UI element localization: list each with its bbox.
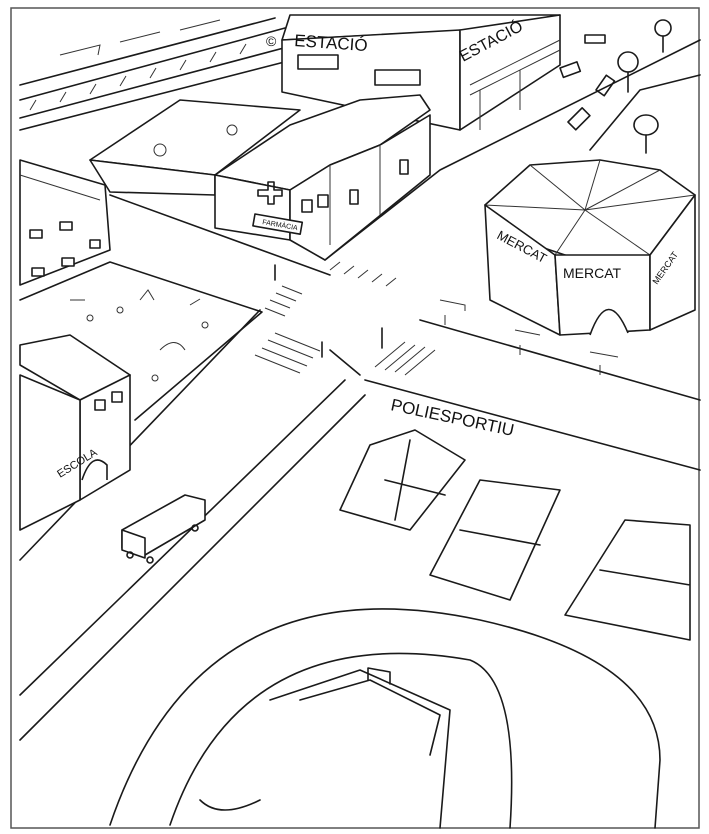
station-logo-mark: ©: [266, 33, 277, 49]
playground: [19, 261, 263, 421]
market-label-center: MERCAT: [563, 265, 622, 281]
market-building: MERCAT MERCAT MERCAT: [439, 159, 696, 375]
left-building: [19, 159, 111, 286]
court-1: [339, 429, 466, 531]
truck: [121, 494, 206, 564]
roads: [19, 39, 701, 741]
crosswalk-south: [254, 332, 321, 374]
court-3: [564, 519, 691, 641]
football-field: [199, 669, 451, 829]
track-outer: [109, 608, 661, 829]
crosswalk-north: [329, 261, 397, 287]
court-2: [429, 479, 561, 601]
traffic-lights: [274, 264, 383, 358]
school-building: ESCOLA: [19, 334, 131, 531]
railway-tracks: [19, 17, 301, 131]
goal: [367, 667, 391, 685]
pharmacy-cross-icon: [257, 181, 283, 205]
crosswalk-west: [264, 285, 303, 317]
pharmacy-building: FARMÀCIA: [214, 94, 431, 261]
flat-block: [89, 99, 301, 196]
track-inner: [169, 652, 513, 829]
crosswalk-east: [374, 341, 436, 376]
